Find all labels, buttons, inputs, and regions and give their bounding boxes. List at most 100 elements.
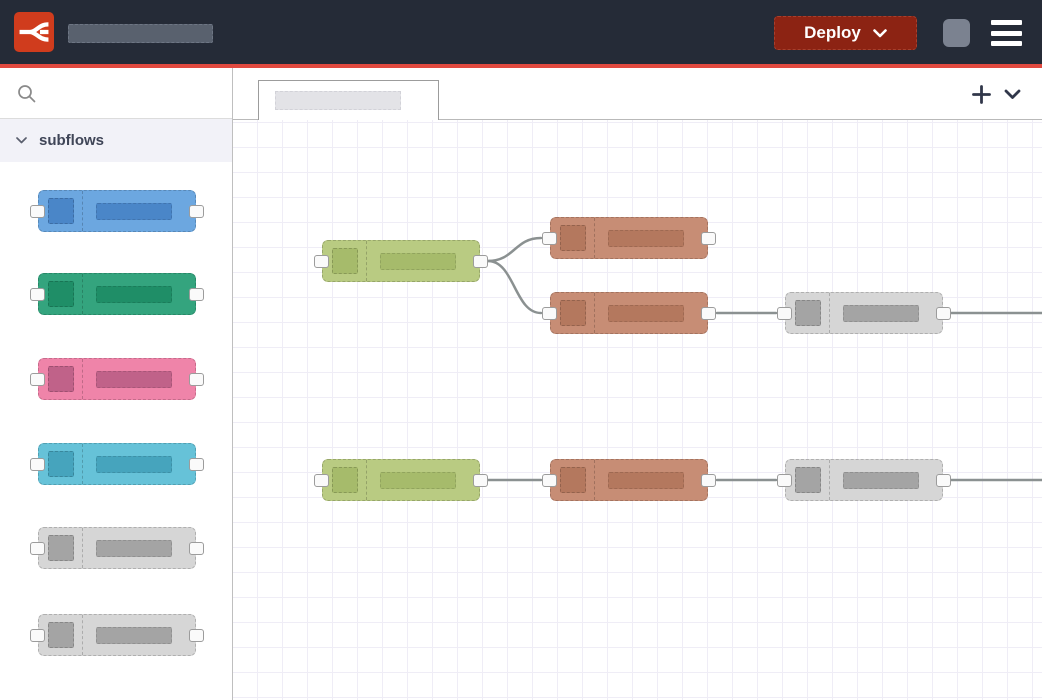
node-label-placeholder bbox=[96, 627, 172, 644]
output-port[interactable] bbox=[189, 629, 204, 642]
flow-tab[interactable] bbox=[258, 80, 439, 121]
flow-tab-label-redacted bbox=[275, 91, 401, 110]
node-label-placeholder bbox=[96, 286, 172, 303]
node-divider bbox=[366, 460, 367, 500]
search-icon bbox=[18, 84, 36, 102]
chevron-down-icon bbox=[16, 137, 27, 144]
plus-icon[interactable] bbox=[972, 84, 991, 104]
node-palette-sidebar: subflows bbox=[0, 68, 233, 700]
palette-category-subflows[interactable]: subflows bbox=[0, 119, 232, 162]
node-divider bbox=[829, 460, 830, 500]
node-divider bbox=[82, 274, 83, 314]
node-label-placeholder bbox=[96, 540, 172, 557]
flow-node-gray[interactable] bbox=[777, 459, 951, 501]
node-label-placeholder bbox=[96, 371, 172, 388]
input-port[interactable] bbox=[542, 474, 557, 487]
input-port[interactable] bbox=[777, 474, 792, 487]
node-label-placeholder bbox=[843, 472, 919, 489]
node-icon-placeholder bbox=[48, 535, 74, 561]
output-port[interactable] bbox=[189, 373, 204, 386]
output-port[interactable] bbox=[701, 307, 716, 320]
wire[interactable] bbox=[486, 236, 543, 263]
output-port[interactable] bbox=[701, 232, 716, 245]
node-icon-placeholder bbox=[795, 300, 821, 326]
input-port[interactable] bbox=[30, 629, 45, 642]
output-port[interactable] bbox=[936, 474, 951, 487]
input-port[interactable] bbox=[542, 307, 557, 320]
app-header: Deploy bbox=[0, 0, 1042, 68]
hamburger-menu-icon[interactable] bbox=[991, 20, 1022, 46]
palette-node-blue[interactable] bbox=[30, 190, 204, 232]
palette-category-label: subflows bbox=[39, 132, 105, 149]
flow-node-salmon[interactable] bbox=[542, 292, 716, 334]
input-port[interactable] bbox=[30, 373, 45, 386]
input-port[interactable] bbox=[30, 205, 45, 218]
wire[interactable] bbox=[486, 259, 543, 315]
node-icon-placeholder bbox=[332, 467, 358, 493]
palette-node-gray[interactable] bbox=[30, 527, 204, 569]
header-title-redacted bbox=[68, 24, 213, 43]
node-divider bbox=[82, 615, 83, 655]
node-divider bbox=[594, 460, 595, 500]
node-divider bbox=[82, 444, 83, 484]
node-divider bbox=[82, 528, 83, 568]
user-avatar[interactable] bbox=[943, 19, 970, 47]
input-port[interactable] bbox=[30, 288, 45, 301]
node-red-logo-icon bbox=[14, 12, 54, 52]
node-icon-placeholder bbox=[560, 300, 586, 326]
chevron-down-icon[interactable] bbox=[1004, 89, 1021, 100]
input-port[interactable] bbox=[542, 232, 557, 245]
palette-node-cyan[interactable] bbox=[30, 443, 204, 485]
palette-node-green[interactable] bbox=[30, 273, 204, 315]
node-label-placeholder bbox=[380, 253, 456, 270]
flow-node-olive[interactable] bbox=[314, 240, 488, 282]
node-label-placeholder bbox=[380, 472, 456, 489]
output-port[interactable] bbox=[473, 255, 488, 268]
output-port[interactable] bbox=[189, 458, 204, 471]
flow-canvas-nodes bbox=[233, 120, 1042, 700]
node-label-placeholder bbox=[608, 472, 684, 489]
node-label-placeholder bbox=[608, 305, 684, 322]
node-divider bbox=[594, 218, 595, 258]
node-label-placeholder bbox=[96, 203, 172, 220]
node-icon-placeholder bbox=[48, 281, 74, 307]
node-divider bbox=[366, 241, 367, 281]
node-icon-placeholder bbox=[48, 366, 74, 392]
flow-node-salmon[interactable] bbox=[542, 217, 716, 259]
output-port[interactable] bbox=[701, 474, 716, 487]
node-icon-placeholder bbox=[48, 451, 74, 477]
output-port[interactable] bbox=[189, 205, 204, 218]
node-divider bbox=[82, 191, 83, 231]
input-port[interactable] bbox=[30, 542, 45, 555]
input-port[interactable] bbox=[314, 255, 329, 268]
output-port[interactable] bbox=[189, 288, 204, 301]
palette-node-gray[interactable] bbox=[30, 614, 204, 656]
node-icon-placeholder bbox=[560, 467, 586, 493]
node-icon-placeholder bbox=[795, 467, 821, 493]
chevron-down-icon bbox=[873, 28, 887, 37]
output-port[interactable] bbox=[936, 307, 951, 320]
flow-canvas[interactable] bbox=[233, 120, 1042, 700]
deploy-button[interactable]: Deploy bbox=[774, 16, 917, 50]
node-divider bbox=[594, 293, 595, 333]
palette-node-list bbox=[0, 68, 232, 700]
wire-layer bbox=[486, 236, 1042, 482]
flow-node-gray[interactable] bbox=[777, 292, 951, 334]
input-port[interactable] bbox=[30, 458, 45, 471]
palette-node-pink[interactable] bbox=[30, 358, 204, 400]
tab-actions bbox=[972, 68, 1021, 120]
node-label-placeholder bbox=[96, 456, 172, 473]
flow-node-salmon[interactable] bbox=[542, 459, 716, 501]
node-icon-placeholder bbox=[48, 198, 74, 224]
palette-search[interactable] bbox=[0, 68, 232, 119]
node-icon-placeholder bbox=[332, 248, 358, 274]
node-label-placeholder bbox=[843, 305, 919, 322]
flow-node-olive[interactable] bbox=[314, 459, 488, 501]
deploy-label: Deploy bbox=[804, 23, 861, 42]
output-port[interactable] bbox=[473, 474, 488, 487]
input-port[interactable] bbox=[314, 474, 329, 487]
input-port[interactable] bbox=[777, 307, 792, 320]
output-port[interactable] bbox=[189, 542, 204, 555]
node-divider bbox=[82, 359, 83, 399]
node-icon-placeholder bbox=[48, 622, 74, 648]
